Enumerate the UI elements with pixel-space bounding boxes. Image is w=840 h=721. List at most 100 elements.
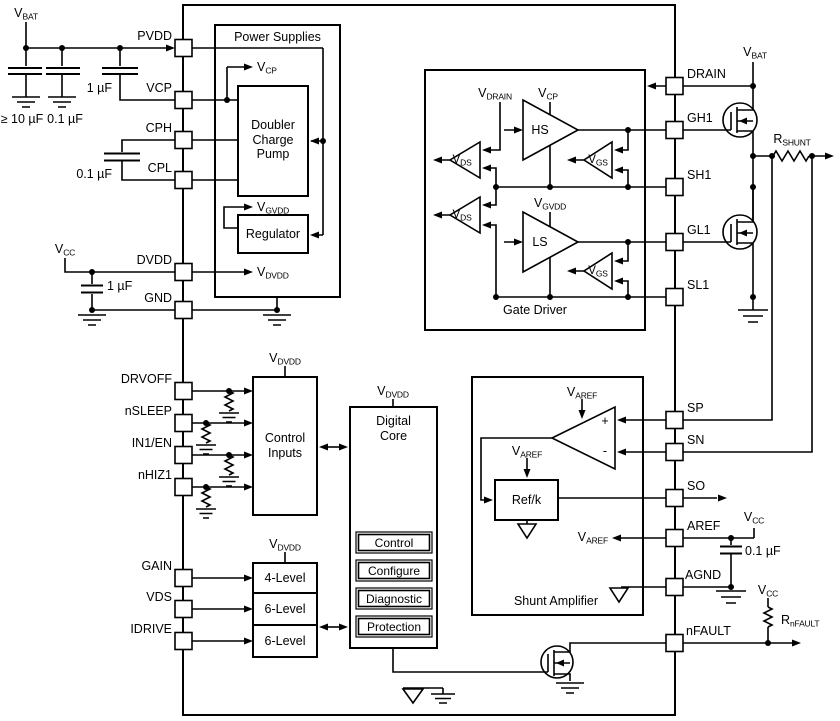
block-label-charge-pump: Doubler Charge Pump <box>251 118 295 161</box>
gnd-pin-wire <box>192 297 278 311</box>
pin-squares <box>174 38 684 653</box>
ls-mosfet-circle <box>722 214 758 250</box>
pin-square-drain <box>665 76 684 96</box>
pin-square-cpl <box>174 170 193 190</box>
pin-label-sn: SN <box>687 433 705 447</box>
pin-label-idrive: IDRIVE <box>130 622 172 636</box>
nfault-fet-wires <box>547 642 667 681</box>
cap-label-bulk: ≥ 10 µF <box>0 112 44 126</box>
block-outlines <box>182 4 676 716</box>
core-function-diagnostic: Diagnostic <box>365 592 423 606</box>
block-label-refk: Ref/k <box>511 493 542 507</box>
component-label-rshunt: RSHUNT <box>773 132 811 148</box>
gnd-nfault-fet <box>556 682 584 694</box>
vgs-out-stubs <box>576 159 584 272</box>
pin-label-agnd: AGND <box>685 568 722 582</box>
pin-label-vds: VDS <box>146 590 172 604</box>
pulldown-res-2 <box>200 422 212 444</box>
pulldown-gnd-2 <box>196 444 216 455</box>
net-label-vcc-dvdd: VCC <box>54 242 76 258</box>
vgvdd-wire <box>223 206 249 229</box>
pulldown-res-3 <box>223 454 235 476</box>
pin-label-cpl: CPL <box>147 161 172 175</box>
pin-label-vcp: VCP <box>146 81 172 95</box>
net-label-vcc-aref: VCC <box>743 510 765 526</box>
vdrain-wire <box>484 102 501 151</box>
pin-square-sl1 <box>665 287 684 307</box>
vgs-tap-wires <box>618 130 629 297</box>
net-label-vdvdd-ci: VDVDD <box>269 351 301 367</box>
opamp-triangle <box>550 405 616 471</box>
pin-square-idrive <box>174 631 193 651</box>
vdvdd-stubs <box>284 366 394 563</box>
block-label-gate-driver: Gate Driver <box>503 303 567 317</box>
junction-dots <box>23 45 815 646</box>
cap-plates-top-left <box>8 67 138 75</box>
core-subblock-boxes <box>355 531 433 638</box>
pin-square-vcp <box>174 90 193 110</box>
block-label-digital-core: Digital Core <box>376 414 411 443</box>
pin-square-sh1 <box>665 177 684 197</box>
pin-square-nfault <box>665 633 684 653</box>
gnd-symbol-ps <box>263 314 291 326</box>
cap-label-1u-vcp: 1 µF <box>86 81 112 95</box>
level-label-idrive: 6-Level <box>264 634 306 648</box>
vcp-wire <box>192 66 249 101</box>
net-label-vcp-ps: VCP <box>257 60 277 76</box>
net-label-varef-refk: VAREF <box>511 444 543 460</box>
block-label-control-inputs: Control Inputs <box>264 431 306 460</box>
pin-square-aref <box>665 528 684 548</box>
pin-square-vds <box>174 599 193 619</box>
gnd-dvdd-cap <box>78 314 106 326</box>
pin-square-sp <box>665 410 684 430</box>
net-label-vgvdd-gd: VGVDD <box>533 196 567 212</box>
vds-monitor-hs-triangle <box>448 140 481 180</box>
pulldown-gnd-3 <box>219 476 239 487</box>
hs-ls-input-stubs <box>504 129 514 243</box>
cap-label-1u-dvdd: 1 µF <box>107 279 133 293</box>
net-label-vcp-gd: VCP <box>538 86 558 102</box>
agnd-triangle-internal <box>608 587 630 604</box>
block-label-shunt-amplifier: Shunt Amplifier <box>513 594 599 608</box>
pin-label-nsleep: nSLEEP <box>124 404 172 418</box>
gnd-rail <box>738 309 768 323</box>
block-label-regulator: Regulator <box>245 227 301 241</box>
cap-plates-dvdd <box>81 284 103 294</box>
amp-label-vds-hs: VDS <box>452 154 472 168</box>
net-label-vbat-right: VBAT <box>743 45 767 61</box>
gnd-tie-wire <box>403 687 444 694</box>
pin-square-gl1 <box>665 232 684 252</box>
pin-label-sh1: SH1 <box>687 168 712 182</box>
pin-label-gl1: GL1 <box>687 223 711 237</box>
amp-triangles <box>401 98 630 705</box>
core-function-protection: Protection <box>366 620 422 634</box>
pin-square-gain <box>174 568 193 588</box>
pin-label-gnd: GND <box>144 291 172 305</box>
block-label-power-supplies: Power Supplies <box>234 30 321 44</box>
gnd-tie-lines <box>431 693 455 704</box>
pin-square-cph <box>174 130 193 150</box>
pulldown-res-1 <box>223 390 235 412</box>
net-label-vdvdd-levels: VDVDD <box>269 537 301 553</box>
pin-square-so <box>665 488 684 508</box>
pulldown-gnd-4 <box>196 508 216 519</box>
pin-label-cph: CPH <box>145 121 172 135</box>
digital-core-box <box>349 406 438 649</box>
net-label-varef-opamp: VAREF <box>566 385 598 401</box>
pin-label-dvdd: DVDD <box>136 253 172 267</box>
amp-label-vgs-ls: VGS <box>588 265 608 279</box>
pin-label-aref: AREF <box>687 519 721 533</box>
pin-label-so: SO <box>687 479 706 493</box>
opamp-plus-label: + <box>601 414 609 428</box>
core-function-control: Control <box>374 536 414 550</box>
net-label-vbat-left: VBAT <box>14 6 38 22</box>
pin-square-nsleep <box>174 413 193 433</box>
pin-square-dvdd <box>174 262 193 282</box>
pin-label-pvdd: PVDD <box>137 29 172 43</box>
level-label-vds: 6-Level <box>264 602 306 616</box>
core-function-configure: Configure <box>367 564 421 578</box>
pin-label-gain: GAIN <box>141 559 172 573</box>
amp-label-hs: HS <box>531 123 549 137</box>
pin-square-gnd <box>174 300 193 320</box>
pin-label-sp: SP <box>687 401 704 415</box>
